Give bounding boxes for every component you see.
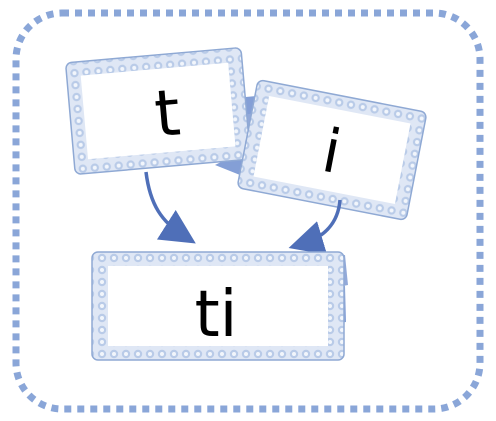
card-result-ti: ti	[195, 278, 238, 352]
result-card-ti: ti	[91, 251, 345, 361]
letter-card-t: t	[65, 47, 251, 175]
letter-card-i: i	[237, 79, 427, 221]
dotted-border	[12, 9, 484, 413]
curved-arrow-icon	[144, 171, 196, 244]
curved-arrow-icon	[288, 199, 342, 255]
